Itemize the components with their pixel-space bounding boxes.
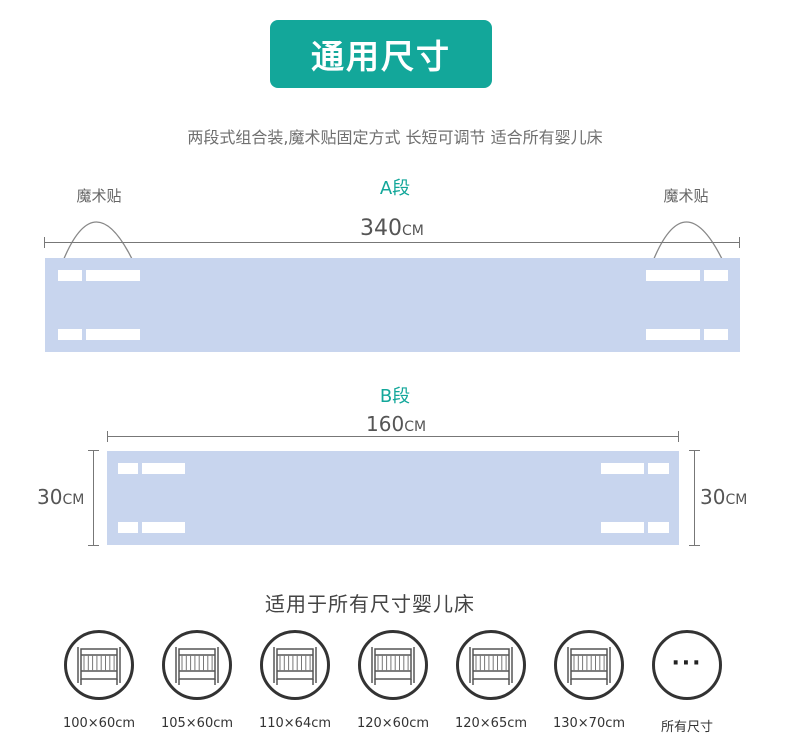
crib-icon	[175, 647, 219, 685]
tab	[118, 522, 138, 533]
tab	[648, 522, 669, 533]
tab	[142, 522, 185, 533]
section-a-label: A段	[379, 178, 411, 199]
tab	[58, 329, 82, 340]
crib-size-label: 130×70cm	[552, 716, 626, 731]
section-b-height-tick	[88, 450, 99, 451]
section-b-tick-left	[107, 431, 108, 442]
tab	[58, 270, 82, 281]
title-badge: 通用尺寸	[270, 20, 492, 88]
section-a-length-value: 340	[360, 216, 402, 241]
section-b-height-right: 30CM	[700, 485, 747, 509]
crib-icon	[273, 647, 317, 685]
crib-size-label: 120×60cm	[356, 716, 430, 731]
velcro-label-right: 魔术贴	[663, 187, 709, 205]
section-a-length: 340CM	[358, 216, 426, 241]
section-b-height-line-left	[93, 450, 94, 546]
section-b-height-tick	[88, 545, 99, 546]
tab	[646, 270, 700, 281]
tab	[704, 270, 728, 281]
tab	[648, 463, 669, 474]
crib-size-label: 110×64cm	[258, 716, 332, 731]
section-b-height-left-value: 30	[37, 485, 63, 509]
crib-size-circle	[260, 630, 330, 700]
section-a-tick-right	[739, 237, 740, 248]
section-a-pad	[45, 258, 740, 352]
velcro-arc-right-icon	[652, 221, 724, 262]
section-b-height-left: 30CM	[37, 485, 84, 509]
tab	[601, 522, 644, 533]
section-b-pad	[107, 451, 679, 545]
section-b-length-value: 160	[366, 412, 405, 436]
applies-title: 适用于所有尺寸婴儿床	[265, 592, 475, 616]
tab	[601, 463, 644, 474]
section-b-height-right-value: 30	[700, 485, 726, 509]
crib-size-label: 100×60cm	[62, 716, 136, 731]
section-a-tick-left	[44, 237, 45, 248]
section-a-length-unit: CM	[402, 223, 424, 239]
crib-size-circle	[64, 630, 134, 700]
section-b-height-right-unit: CM	[725, 492, 748, 508]
section-b-length-unit: CM	[404, 419, 427, 435]
section-b-dimension-line	[107, 436, 679, 437]
section-b-label: B段	[379, 386, 411, 407]
section-b-tick-right	[678, 431, 679, 442]
ellipsis-icon: ···	[671, 651, 703, 676]
tab	[646, 329, 700, 340]
tab	[704, 329, 728, 340]
section-b-height-tick	[689, 545, 700, 546]
crib-size-circle	[456, 630, 526, 700]
section-b-height-tick	[689, 450, 700, 451]
crib-icon	[77, 647, 121, 685]
crib-icon	[567, 647, 611, 685]
crib-icon	[371, 647, 415, 685]
crib-size-circle	[554, 630, 624, 700]
section-b-height-line-right	[694, 450, 695, 546]
tab	[118, 463, 138, 474]
crib-size-label: 120×65cm	[454, 716, 528, 731]
crib-icon	[469, 647, 513, 685]
tab	[86, 329, 140, 340]
velcro-label-left: 魔术贴	[76, 187, 122, 205]
crib-size-circle: ···	[652, 630, 722, 700]
tab	[86, 270, 140, 281]
crib-size-circle	[358, 630, 428, 700]
crib-size-circle	[162, 630, 232, 700]
crib-size-label: 所有尺寸	[660, 720, 713, 735]
page-title: 通用尺寸	[311, 37, 451, 76]
section-a-dimension-line	[44, 242, 740, 243]
velcro-arc-left-icon	[62, 221, 134, 262]
section-b-length: 160CM	[364, 412, 429, 436]
subtitle: 两段式组合装,魔术贴固定方式 长短可调节 适合所有婴儿床	[187, 128, 603, 147]
tab	[142, 463, 185, 474]
crib-size-label: 105×60cm	[160, 716, 234, 731]
section-b-height-left-unit: CM	[62, 492, 85, 508]
